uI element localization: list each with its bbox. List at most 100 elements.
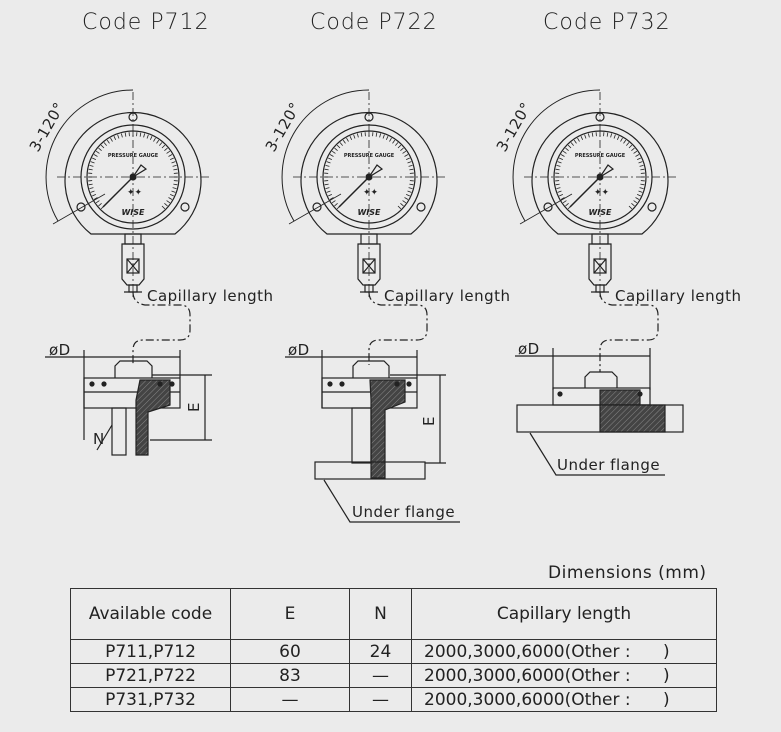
dial-tick	[555, 183, 560, 186]
dial-tick	[326, 190, 331, 193]
gauge-face-label: PRESSURE GAUGE	[575, 153, 626, 159]
brand-logo: WISE	[121, 208, 145, 217]
dial-tick	[90, 161, 95, 164]
dial-tick	[392, 139, 396, 144]
gauge-face-label: PRESSURE GAUGE	[344, 153, 395, 159]
dial-tick	[405, 157, 410, 161]
dial-tick	[113, 136, 117, 141]
angle-dimension-arc	[512, 89, 601, 222]
needle-pivot	[129, 173, 137, 181]
cell-capillary: 2000,3000,6000(Other : )	[411, 687, 717, 712]
dial-tick	[385, 136, 389, 141]
dial-tick	[397, 144, 402, 149]
dial-tick	[329, 197, 334, 200]
dial-tick	[88, 183, 93, 186]
dial-tick	[395, 142, 399, 146]
dial-tick	[92, 157, 97, 161]
dial-tick	[606, 132, 609, 137]
dial-tick	[166, 150, 171, 154]
bolt-hole	[647, 202, 657, 212]
dial-tick	[103, 142, 107, 146]
dial-tick	[560, 197, 565, 200]
dial-tick	[346, 137, 349, 142]
dial-tick	[638, 190, 643, 193]
n-label-p712: N	[93, 430, 105, 448]
dial-tick	[409, 168, 414, 171]
dial-tick	[166, 200, 171, 204]
dial-tick	[171, 190, 176, 193]
cell-n: —	[349, 687, 412, 712]
dial-tick	[93, 154, 98, 157]
dial-tick	[635, 197, 640, 200]
brand-logo: WISE	[357, 208, 381, 217]
dial-tick	[620, 137, 623, 142]
gauge-needle	[569, 176, 601, 208]
dial-tick	[164, 147, 168, 151]
cell-capillary: 2000,3000,6000(Other : )	[411, 639, 717, 664]
dial-tick	[639, 164, 644, 167]
dial-tick	[555, 168, 560, 171]
dial-tick	[397, 205, 402, 210]
dial-tick	[172, 164, 177, 167]
extension-line	[288, 193, 342, 225]
header-available-code: Available code	[70, 588, 231, 640]
dial-tick	[161, 205, 166, 210]
flange-p722	[285, 291, 460, 523]
bolt-hole	[76, 202, 86, 212]
wrench-flat-cross	[362, 258, 376, 274]
angle-dimension-arc	[281, 89, 370, 222]
dial-tick	[636, 157, 641, 161]
dial-tick	[628, 205, 633, 210]
wrench-flat	[126, 258, 140, 274]
dial-tick	[172, 187, 177, 190]
dial-tick	[89, 187, 94, 190]
dial-tick	[161, 144, 166, 149]
dimensions-caption: Dimensions (mm)	[548, 563, 707, 583]
needle-tail	[368, 164, 384, 178]
dial-tick	[557, 161, 562, 164]
diameter-label-p722: øD	[288, 341, 310, 359]
dial-tick	[400, 203, 404, 207]
header-capillary-length: Capillary length	[411, 588, 717, 640]
dial-tick	[570, 142, 574, 146]
dial-tick	[405, 193, 410, 197]
dial-marks-icon: ✦✦	[127, 188, 143, 198]
dial-tick	[610, 133, 613, 138]
dial-tick	[334, 203, 338, 207]
stem-hex	[357, 243, 381, 286]
dial-tick	[146, 134, 149, 139]
bolt-hole	[364, 112, 374, 122]
dial-tick	[631, 147, 635, 151]
bolt-hole	[128, 112, 138, 122]
under-flange-label-p732: Under flange	[557, 456, 661, 474]
dial-tick	[334, 147, 338, 151]
capillary-label-p722: Capillary length	[384, 287, 511, 305]
dial-tick	[100, 144, 105, 149]
dial-tick	[331, 150, 336, 154]
dial-tick	[90, 190, 95, 193]
dial-tick	[557, 190, 562, 193]
dial-tick	[169, 193, 174, 197]
bolt-hole	[180, 202, 190, 212]
dial-tick	[402, 200, 407, 204]
dial-tick	[159, 142, 163, 146]
bolt-hole	[312, 202, 322, 212]
extension-line	[519, 193, 573, 225]
e-label-p722: E	[419, 416, 438, 426]
dial-tick	[328, 193, 333, 197]
cell-code: P711,P712	[70, 639, 231, 664]
dial-tick	[168, 197, 173, 200]
dial-tick	[556, 187, 561, 190]
dial-tick	[635, 154, 640, 157]
dial-tick	[375, 132, 378, 137]
dial-tick	[616, 136, 620, 141]
angle-dimension-arc	[45, 89, 134, 222]
flange-p712	[45, 291, 212, 456]
dial-tick	[168, 154, 173, 157]
dial-tick	[353, 134, 356, 139]
cell-e: —	[230, 687, 350, 712]
dial-tick	[389, 137, 392, 142]
dial-tick	[631, 203, 635, 207]
dial-tick	[584, 134, 587, 139]
extension-line	[52, 193, 106, 225]
